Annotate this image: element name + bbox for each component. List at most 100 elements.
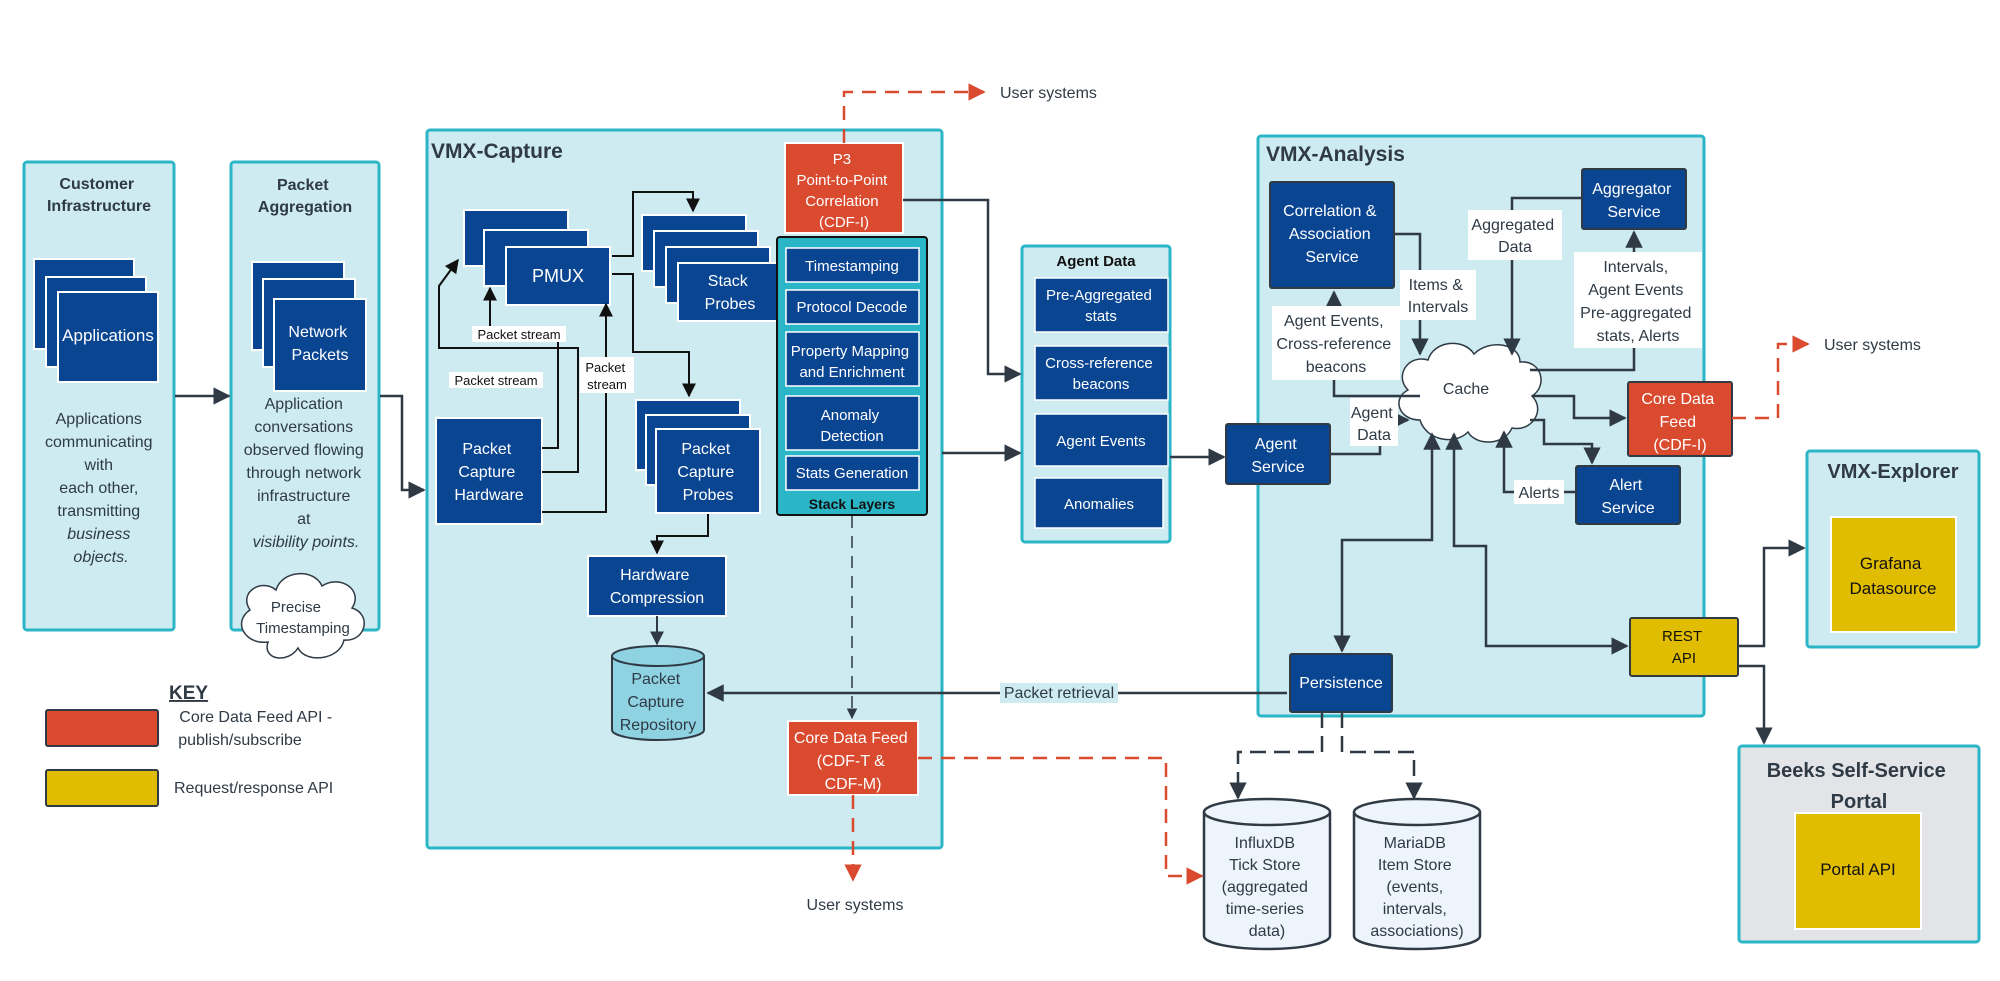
alert-service: Alert Service xyxy=(1575,465,1681,525)
user-systems-label-top: User systems xyxy=(1000,85,1097,102)
pmux-to-stack-probes-arrow xyxy=(612,191,700,257)
svg-text:Intervals, Agent Events: Intervals, Agent Events Pre-aggregated s… xyxy=(1580,259,1696,345)
svg-text:Stats Generation: Stats Generation xyxy=(796,465,909,482)
rest-to-grafana-arrow xyxy=(1738,539,1806,648)
rest-cache-arrow xyxy=(1445,432,1629,655)
svg-text:Grafana Datasource: Grafana Datasource xyxy=(1850,554,1937,598)
user-systems-label-right: User systems xyxy=(1824,337,1921,354)
hardware-to-pmux-arrow-2 xyxy=(438,258,579,473)
customer-title: Customer Infrastructure xyxy=(47,176,151,215)
customer-description: Applications communicating with each oth… xyxy=(45,411,157,566)
aggregator-to-cache-arrow xyxy=(1503,196,1582,356)
svg-text:Correlation & Associatio: Correlation & Association Service xyxy=(1283,203,1381,266)
svg-text:Precise Timestamping: Precise Timestamping xyxy=(256,599,350,637)
svg-text:Persistence: Persistence xyxy=(1299,675,1383,692)
grafana-datasource: Grafana Datasource xyxy=(1830,516,1957,633)
svg-text:Applications: Applications xyxy=(62,326,154,345)
aggregator-service: Aggregator Service xyxy=(1581,168,1687,230)
svg-text:Pre-Aggregated stats: Pre-Aggregated stats xyxy=(1046,287,1156,325)
vmx-capture-title: VMX-Capture xyxy=(431,140,563,163)
svg-text:Network Packets: Network Packets xyxy=(288,324,351,364)
agent-data-items: Pre-Aggregated stats Cross-reference bea… xyxy=(1034,277,1169,529)
key-red-swatch xyxy=(45,709,159,747)
influxdb-tick-store: InfluxDB Tick Store (aggregated time-ser… xyxy=(1202,797,1332,951)
svg-text:Packet stream: Packet stream xyxy=(454,373,537,388)
svg-text:Cross-reference beacons: Cross-reference beacons xyxy=(1045,355,1157,393)
svg-text:Anomalies: Anomalies xyxy=(1064,496,1134,513)
key-yellow-label: Request/response API xyxy=(174,780,333,797)
packet-retrieval-label-bg xyxy=(1000,683,1118,703)
svg-text:Core Data Feed (CD: Core Data Feed (CDF-I) xyxy=(1641,391,1718,454)
svg-text:Cache: Cache xyxy=(1443,381,1489,398)
key-title: KEY xyxy=(169,683,208,704)
svg-text:Agent Events, Cross-refe: Agent Events, Cross-reference beacons xyxy=(1276,313,1395,376)
hardware-compression: Hardware Compression xyxy=(587,555,727,617)
packet-capture-probes-stack: Packet Capture Probes xyxy=(635,399,761,514)
svg-text:Packet stream: Packet stream xyxy=(477,327,560,342)
label-aggregated-data: Aggregated Data xyxy=(1468,210,1562,260)
svg-text:REST API: REST API xyxy=(1662,628,1706,667)
stack-layers: Timestamping Protocol Decode Property Ma… xyxy=(776,236,928,516)
applications-stack: Applications xyxy=(33,258,159,383)
svg-text:Core Data Feed (CDF-T &: Core Data Feed (CDF-T & CDF-M) xyxy=(794,730,912,793)
aggregation-to-capture-arrow xyxy=(380,394,426,499)
persistence: Persistence xyxy=(1289,653,1393,713)
key-red-label: Core Data Feed API - publish/subscribe xyxy=(178,709,337,749)
p3-to-agent-data-arrow xyxy=(903,198,1022,383)
user-systems-label-bottom: User systems xyxy=(807,897,904,914)
rest-api: REST API xyxy=(1629,617,1739,677)
label-intervals-events: Intervals, Agent Events Pre-aggregated s… xyxy=(1574,252,1702,348)
svg-text:Alerts: Alerts xyxy=(1519,485,1560,502)
label-agent-events: Agent Events, Cross-reference beacons xyxy=(1272,306,1400,380)
svg-text:Aggregator Service: Aggregator Service xyxy=(1592,181,1676,221)
core-feed-to-user-systems-dashed xyxy=(1732,335,1810,420)
packet-retrieval-label: Packet retrieval xyxy=(1004,685,1114,702)
svg-text:Anomaly Detection: Anomaly Detection xyxy=(820,407,883,445)
portal-title: Beeks Self-Service Portal xyxy=(1767,760,1952,813)
aggregation-description: Application conversations observed flowi… xyxy=(244,396,369,551)
key-yellow-swatch xyxy=(45,769,159,807)
core-data-feed-cdf-i: Core Data Feed (CDF-I) xyxy=(1627,381,1733,457)
vmx-analysis-title: VMX-Analysis xyxy=(1266,143,1405,166)
correlation-association-service: Correlation & Association Service xyxy=(1269,181,1395,289)
svg-text:Property Mapping and Enr: Property Mapping and Enrichment xyxy=(791,343,914,381)
cache-to-core-feed-arrow xyxy=(1532,394,1627,427)
svg-text:Packet Capture Har: Packet Capture Hardware xyxy=(454,441,523,504)
vmx-explorer-title: VMX-Explorer xyxy=(1827,461,1958,483)
svg-text:PMUX: PMUX xyxy=(532,266,584,286)
svg-text:MariaDB Item Store: MariaDB Item Store (events, intervals, a… xyxy=(1370,835,1463,940)
svg-text:Agent Events: Agent Events xyxy=(1056,433,1145,450)
probes-to-compression-arrow xyxy=(650,514,709,555)
packet-stream-label: Packet stream Packet stream xyxy=(449,326,566,388)
svg-text:Aggregated Data: Aggregated Data xyxy=(1471,217,1558,256)
cdf-to-influx-dashed xyxy=(918,756,1204,885)
svg-text:Packet stream: Packet stream xyxy=(585,360,628,392)
packet-capture-hardware: Packet Capture Hardware xyxy=(435,417,543,525)
svg-text:Agent Service: Agent Service xyxy=(1251,436,1304,476)
mariadb-item-store: MariaDB Item Store (events, intervals, a… xyxy=(1352,797,1482,951)
svg-text:Hardware Compression: Hardware Compression xyxy=(610,567,704,607)
persistence-to-influx-dashed xyxy=(1229,712,1324,800)
svg-text:Agent Data: Agent Data xyxy=(1351,405,1397,444)
svg-text:Packet Capture Pro: Packet Capture Probes xyxy=(677,441,738,504)
aggregation-title: Packet Aggregation xyxy=(258,177,352,216)
pmux-stack: PMUX xyxy=(463,209,611,306)
p3-correlation-feed: P3 Point-to-Point Correlation (CDF-I) xyxy=(784,142,904,234)
packet-capture-repository: Packet Capture Repository xyxy=(611,645,705,741)
precise-timestamping-cloud: Precise Timestamping xyxy=(240,572,365,659)
label-alerts: Alerts xyxy=(1514,480,1564,504)
persistence-cache-arrow xyxy=(1333,432,1441,653)
label-agent-data: Agent Data xyxy=(1350,398,1398,446)
rest-to-portal-arrow xyxy=(1738,664,1773,745)
svg-text:Protocol Decode: Protocol Decode xyxy=(797,299,908,316)
svg-text:Packet Capture Rep: Packet Capture Repository xyxy=(620,671,696,734)
svg-text:InfluxDB Tick Store: InfluxDB Tick Store (aggregated time-ser… xyxy=(1222,835,1313,940)
p3-to-user-systems-dashed xyxy=(842,83,986,143)
svg-text:P3 Point-to-Point: P3 Point-to-Point Correlation (CDF-I) xyxy=(796,151,891,231)
svg-text:Items & Intervals: Items & Intervals xyxy=(1408,277,1468,316)
agent-service: Agent Service xyxy=(1225,423,1331,485)
agent-data-title: Agent Data xyxy=(1056,253,1136,270)
label-items-intervals: Items & Intervals xyxy=(1400,270,1476,320)
packet-stream-vertical-label: Packet stream xyxy=(580,357,634,393)
